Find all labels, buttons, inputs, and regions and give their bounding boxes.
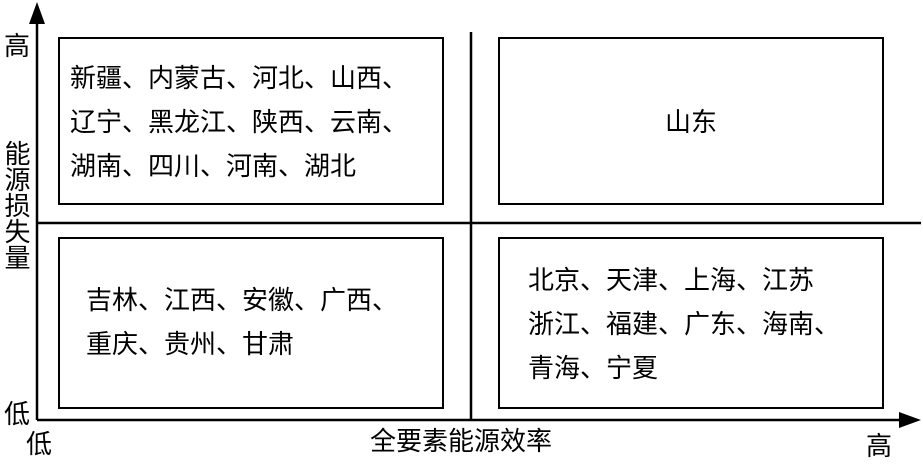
quadrant-bottom-right-line-3: 青海、宁夏 xyxy=(528,354,659,384)
quadrant-top-left-line-3: 湖南、四川、河南、湖北 xyxy=(70,152,357,182)
y-axis-arrow xyxy=(29,2,45,24)
x-axis-high-label: 高 xyxy=(866,432,893,462)
quadrant-bottom-right: 北京、天津、上海、江苏 浙江、福建、广东、海南、 青海、宁夏 xyxy=(498,237,884,409)
quadrant-top-right-line-1: 山东 xyxy=(664,108,717,138)
x-axis-low-label: 低 xyxy=(26,430,53,460)
y-axis-high-label: 高 xyxy=(4,32,31,62)
quadrant-top-right: 山东 xyxy=(498,37,884,205)
x-axis-title: 全要素能源效率 xyxy=(370,427,553,457)
quadrant-bottom-right-line-2: 浙江、福建、广东、海南、 xyxy=(528,310,841,340)
quadrant-top-left: 新疆、内蒙古、河北、山西、 辽宁、黑龙江、陕西、云南、 湖南、四川、河南、湖北 xyxy=(58,37,444,205)
y-axis-title: 能源损失量 xyxy=(0,140,30,270)
quadrant-bottom-left: 吉林、江西、安徽、广西、 重庆、贵州、甘肃 xyxy=(58,237,444,409)
quadrant-bottom-left-line-2: 重庆、贵州、甘肃 xyxy=(86,330,295,360)
quadrant-top-left-line-2: 辽宁、黑龙江、陕西、云南、 xyxy=(70,108,409,138)
quadrant-bottom-left-line-1: 吉林、江西、安徽、广西、 xyxy=(86,286,399,316)
x-axis-arrow xyxy=(899,412,921,428)
quadrant-bottom-right-line-1: 北京、天津、上海、江苏 xyxy=(528,266,815,296)
y-axis-low-label: 低 xyxy=(4,400,31,430)
quadrant-top-left-line-1: 新疆、内蒙古、河北、山西、 xyxy=(70,64,409,94)
